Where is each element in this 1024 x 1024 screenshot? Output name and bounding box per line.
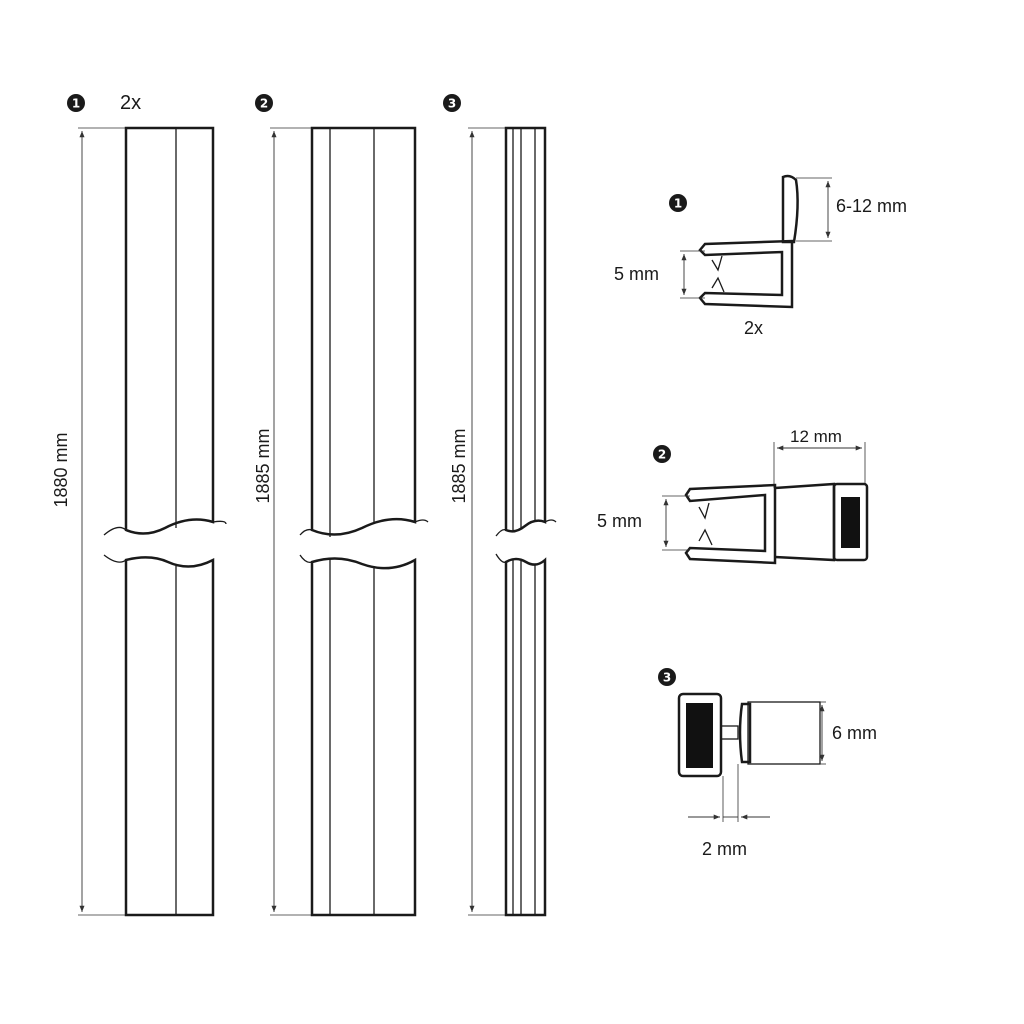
profile-2-group: 2 12 mm 5 mm — [597, 427, 869, 565]
strip-1-quantity: 2x — [120, 92, 141, 114]
strip-2-length-dimension — [270, 127, 312, 916]
profile-1-lip-label: 6-12 mm — [836, 196, 907, 216]
svg-text:1: 1 — [674, 197, 682, 211]
svg-text:3: 3 — [448, 97, 456, 111]
svg-text:3: 3 — [663, 671, 671, 685]
svg-text:2: 2 — [658, 448, 666, 462]
strip-1-group: 1 2x 1880 mm — [51, 92, 227, 917]
profile-3-magnet — [686, 703, 713, 768]
number-badge-strip-3: 3 — [443, 94, 461, 112]
strip-2-length-label: 1885 mm — [253, 428, 273, 503]
profile-2-magnet — [841, 497, 860, 548]
profile-3-height-dimension — [819, 701, 826, 765]
profile-2-width-label: 12 mm — [790, 427, 842, 446]
number-badge-profile-3: 3 — [658, 668, 676, 686]
profile-1-lip-dimension — [796, 177, 832, 242]
strip-3-group: 3 1885 mm — [443, 94, 557, 917]
number-badge-profile-1: 1 — [669, 194, 687, 212]
profile-3-gap-dimension — [688, 764, 770, 822]
svg-text:1: 1 — [72, 97, 80, 111]
strip-2-group: 2 1885 mm — [253, 94, 429, 917]
profile-2-cross-section — [684, 482, 869, 565]
profile-3-group: 3 6 mm 2 mm — [658, 668, 877, 859]
strip-1-length-label: 1880 mm — [51, 432, 71, 507]
number-badge-profile-2: 2 — [653, 445, 671, 463]
strip-1-body — [103, 126, 227, 917]
strip-3-length-label: 1885 mm — [449, 428, 469, 503]
profile-1-cross-section — [698, 174, 799, 309]
profile-3-gap-label: 2 mm — [702, 839, 747, 859]
profile-2-glass-label: 5 mm — [597, 511, 642, 531]
number-badge-strip-1: 1 — [67, 94, 85, 112]
strip-2-body — [299, 126, 429, 917]
profile-1-glass-label: 5 mm — [614, 264, 659, 284]
strip-3-length-dimension — [468, 127, 506, 916]
number-badge-strip-2: 2 — [255, 94, 273, 112]
profile-3-cross-section — [677, 692, 821, 778]
profile-1-quantity: 2x — [744, 318, 763, 338]
profile-2-glass-dimension — [662, 495, 690, 551]
strip-1-length-dimension — [78, 127, 126, 916]
profile-1-glass-dimension — [680, 250, 705, 299]
strip-3-body — [495, 126, 557, 917]
profile-2-width-dimension — [773, 442, 866, 488]
profile-3-height-label: 6 mm — [832, 723, 877, 743]
profile-1-group: 1 6-12 mm 5 mm 2x — [614, 174, 907, 338]
svg-text:2: 2 — [260, 97, 268, 111]
